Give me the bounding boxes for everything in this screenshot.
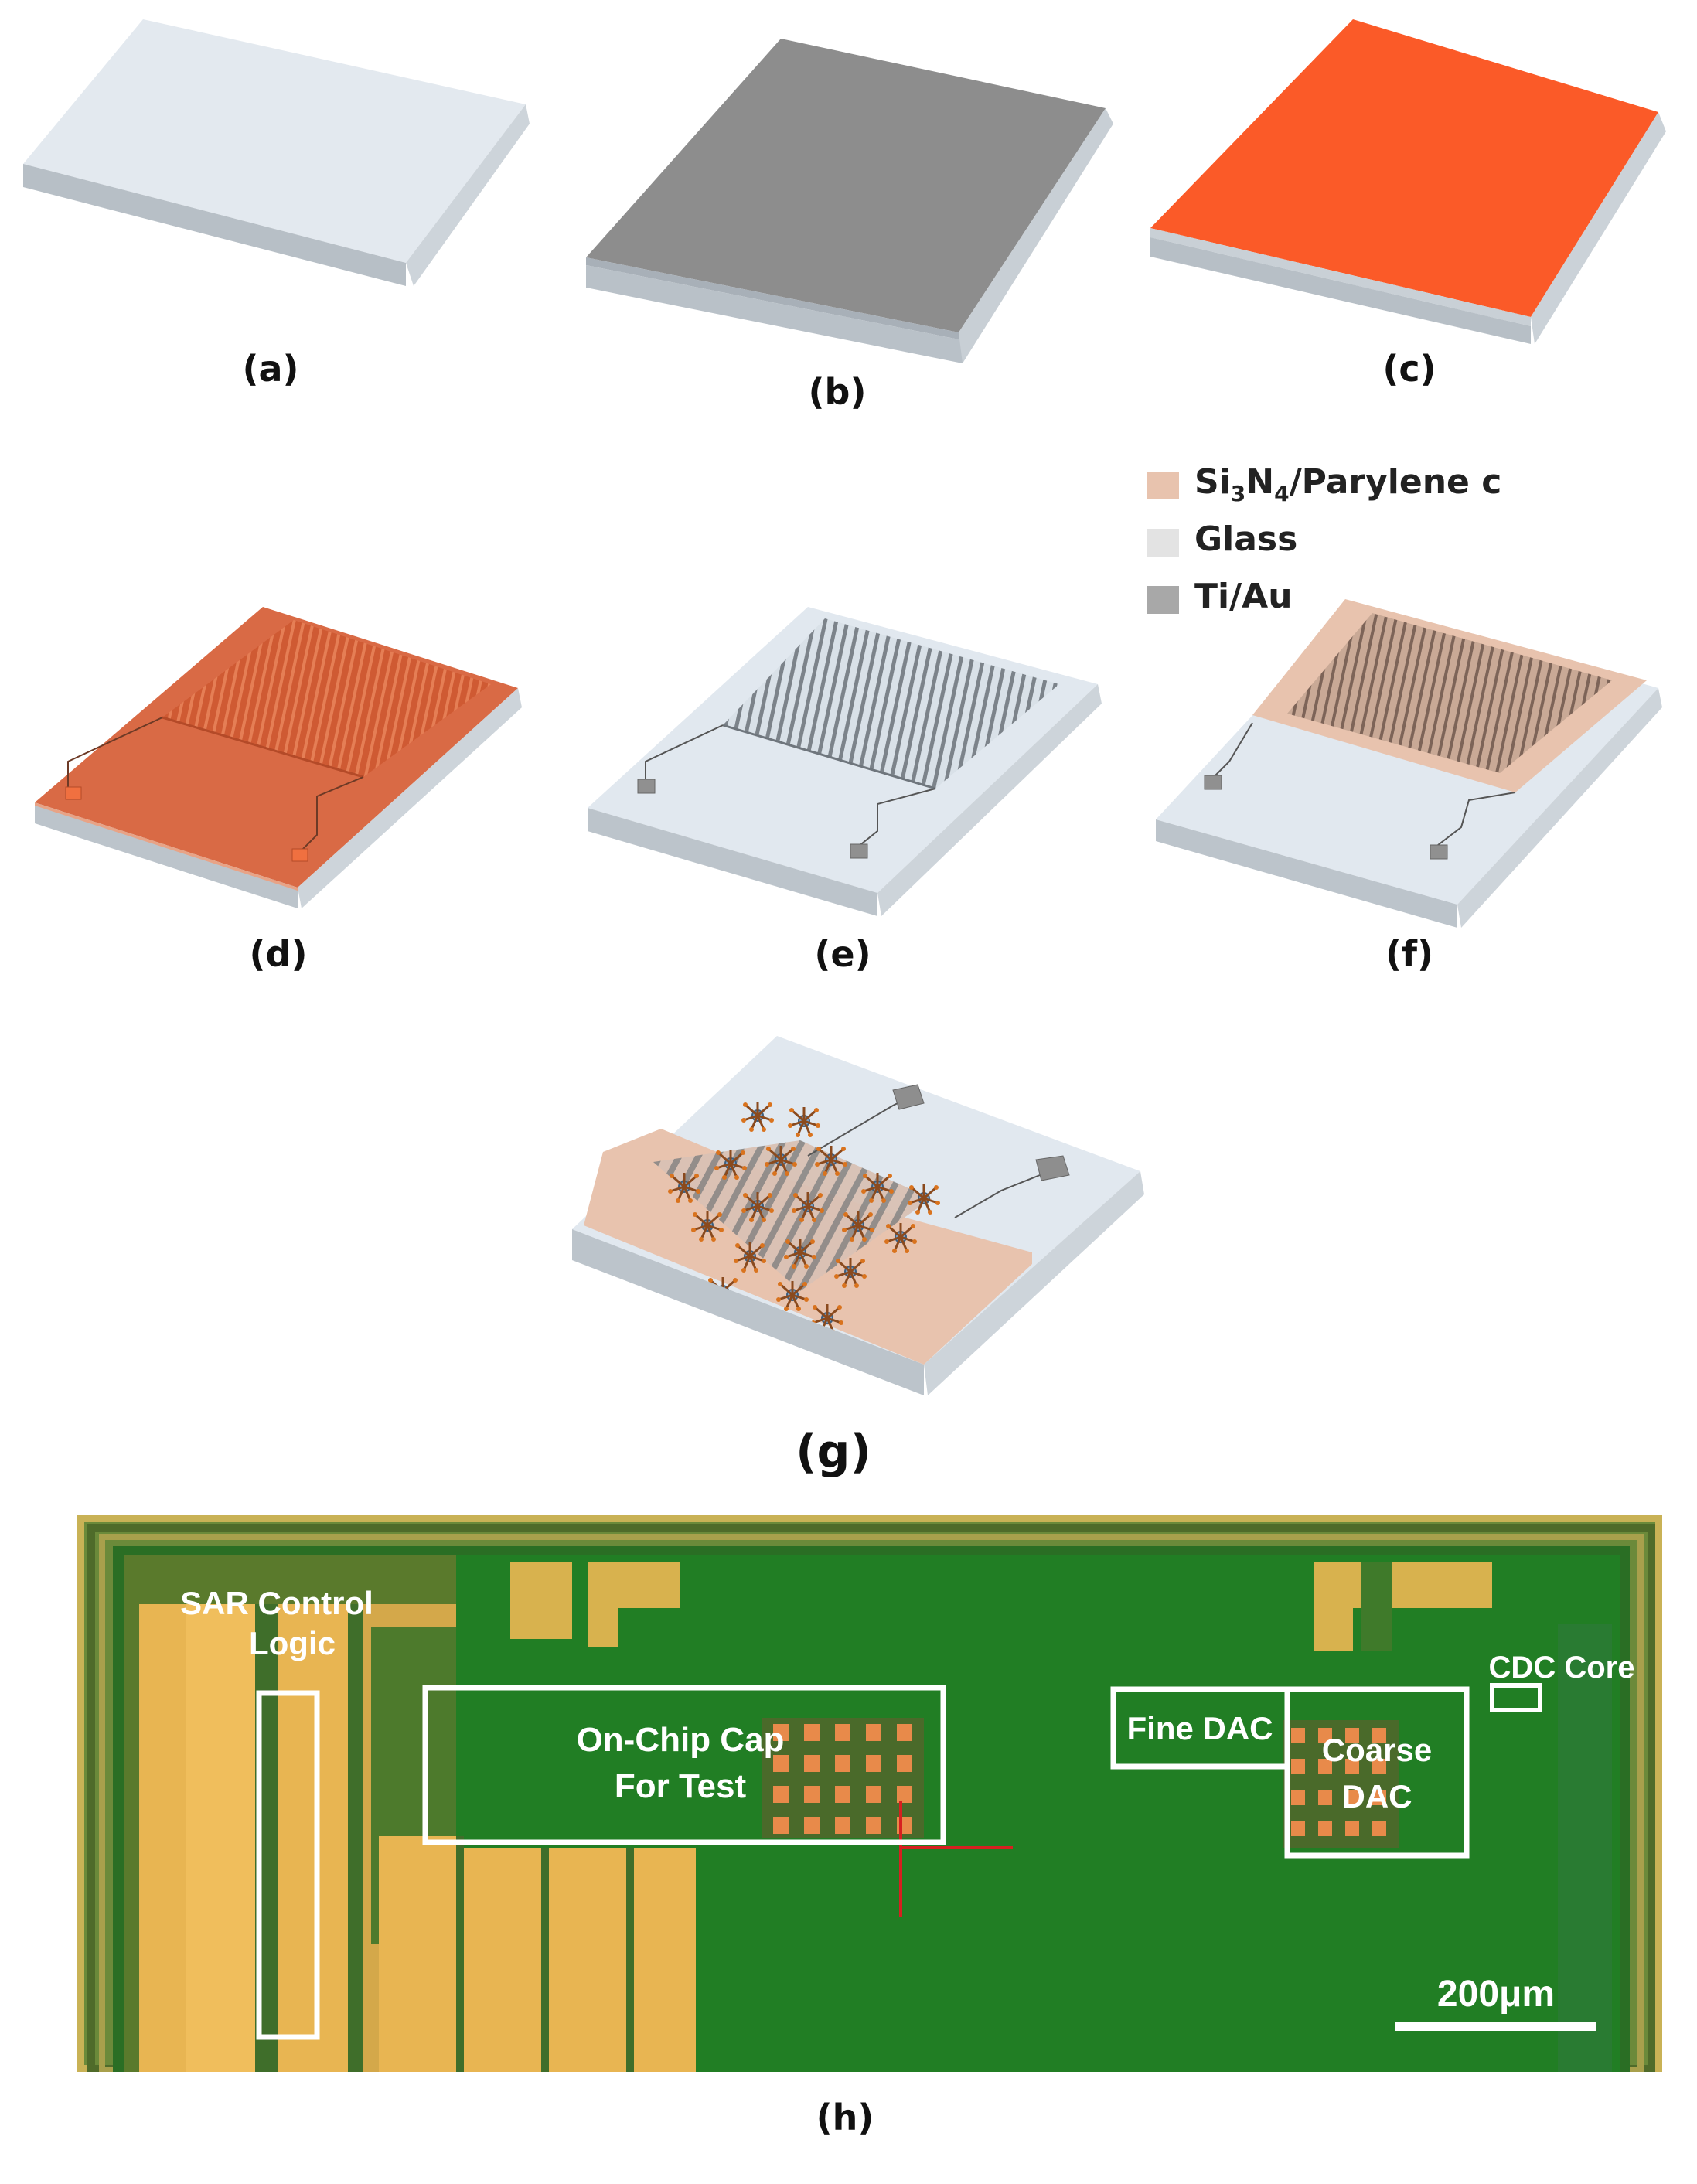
legend-label-glass: Glass <box>1194 520 1298 559</box>
sar-label-line2: Logic <box>249 1625 336 1661</box>
legend-swatch-parylene <box>1147 472 1179 499</box>
coarse-dac-label-line1: Coarse <box>1322 1732 1432 1768</box>
panel-g-functionalized-sensor <box>568 1032 1156 1411</box>
panel-a-label: (a) <box>242 348 299 390</box>
on-chip-cap-box <box>422 1685 946 1845</box>
panel-e-label: (e) <box>814 933 871 975</box>
panel-h-label: (h) <box>816 2097 874 2138</box>
chip-micrograph: SAR Control Logic On-Chip Cap For Test F… <box>77 1514 1663 2073</box>
panel-a-glass-substrate <box>15 15 557 348</box>
scale-bar <box>1395 2022 1596 2031</box>
panel-b-metal-layer <box>580 35 1136 367</box>
sar-control-logic-box <box>256 1690 320 2040</box>
panel-g-label: (g) <box>796 1425 871 1479</box>
coarse-dac-array <box>1283 1720 1399 1848</box>
panel-c-nitride-layer <box>1144 15 1685 348</box>
legend-swatch-tiau <box>1147 586 1179 614</box>
onchip-label-line2: For Test <box>615 1767 747 1805</box>
fine-dac-label: Fine DAC <box>1127 1710 1273 1746</box>
panel-f-label: (f) <box>1385 933 1434 975</box>
panel-f-passivation <box>1152 599 1678 939</box>
onchip-label-line1: On-Chip Cap <box>577 1721 785 1759</box>
coarse-dac-label-line2: DAC <box>1342 1778 1412 1814</box>
panel-e-electrode <box>584 603 1125 943</box>
panel-c-label: (c) <box>1382 348 1436 390</box>
panel-b-label: (b) <box>808 371 867 413</box>
panel-d-label: (d) <box>249 933 308 975</box>
scale-bar-label: 200μm <box>1437 1974 1555 2015</box>
cdc-core-label: CDC Core <box>1489 1651 1635 1685</box>
sar-label-line1: SAR Control <box>180 1585 373 1621</box>
panel-d-patterned-mask <box>31 603 533 928</box>
coarse-dac-box <box>1284 1686 1470 1859</box>
cdc-core-box <box>1490 1683 1542 1712</box>
on-chip-cap-array <box>762 1718 924 1838</box>
legend-swatch-glass <box>1147 529 1179 557</box>
legend-label-parylene: Si3N4/Parylene c <box>1194 462 1502 506</box>
legend-label-tiau: Ti/Au <box>1194 577 1293 616</box>
